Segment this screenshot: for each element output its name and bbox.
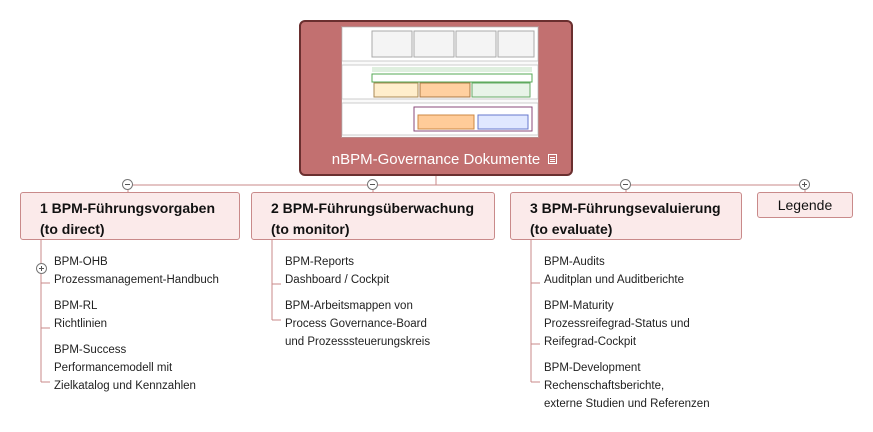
leaf-bpm-arbeitsmappen[interactable]: BPM-Arbeitsmappen von Process Governance… (285, 297, 430, 351)
leaf-bpm-audits[interactable]: BPM-Audits Auditplan und Auditberichte (544, 253, 684, 289)
leaf-title: BPM-Development (544, 362, 641, 374)
branch-to-monitor[interactable]: 2 BPM-Führungsüberwachung (to monitor) (251, 192, 495, 240)
leaf-title: BPM-RL (54, 300, 98, 312)
expand-toggle-icon[interactable] (799, 179, 810, 190)
leaf-desc: Zielkatalog und Kennzahlen (54, 380, 196, 392)
note-icon[interactable] (548, 154, 557, 164)
leaf-bpm-rl[interactable]: BPM-RL Richtlinien (54, 297, 107, 333)
leaf-desc: Dashboard / Cockpit (285, 274, 390, 286)
branch-subtitle: (to evaluate) (530, 221, 613, 237)
branch-title: 1 BPM-Führungsvorgaben (40, 200, 216, 216)
branch-subtitle: (to monitor) (271, 221, 350, 237)
leaf-title: BPM-Reports (285, 256, 355, 268)
branch-title: 2 BPM-Führungsüberwachung (271, 200, 474, 216)
leaf-desc: Prozessreifegrad-Status und (544, 318, 690, 330)
leaf-desc: Rechenschaftsberichte, (544, 380, 665, 392)
leaf-title: BPM-Audits (544, 256, 605, 268)
collapse-toggle-icon[interactable] (367, 179, 378, 190)
branch-subtitle: (to direct) (40, 221, 105, 237)
leaf-title: BPM-Arbeitsmappen von (285, 300, 413, 312)
leaf-desc: Auditplan und Auditberichte (544, 274, 685, 286)
leaf-title: BPM-OHB (54, 256, 108, 268)
leaf-desc: Reifegrad-Cockpit (544, 336, 637, 348)
leaf-desc: externe Studien und Referenzen (544, 398, 710, 410)
leaf-bpm-reports[interactable]: BPM-Reports Dashboard / Cockpit (285, 253, 389, 289)
leaf-desc: Performancemodell mit (54, 362, 173, 374)
expand-toggle-icon[interactable] (36, 263, 47, 274)
leaf-desc: Process Governance-Board (285, 318, 427, 330)
collapse-toggle-icon[interactable] (620, 179, 631, 190)
leaf-title: BPM-Maturity (544, 300, 614, 312)
leaf-bpm-maturity[interactable]: BPM-Maturity Prozessreifegrad-Status und… (544, 297, 690, 351)
leaf-title: BPM-Success (54, 344, 127, 356)
leaf-bpm-ohb[interactable]: BPM-OHB Prozessmanagement-Handbuch (54, 253, 219, 289)
governance-overview-thumbnail (338, 26, 539, 138)
collapse-toggle-icon[interactable] (122, 179, 133, 190)
branch-to-direct[interactable]: 1 BPM-Führungsvorgaben (to direct) (20, 192, 240, 240)
branch-title: 3 BPM-Führungsevaluierung (530, 200, 721, 216)
root-node[interactable]: nBPM-Governance Dokumente (299, 20, 573, 176)
leaf-desc: Richtlinien (54, 318, 108, 330)
root-title: nBPM-Governance Dokumente (331, 151, 541, 168)
leaf-desc: Prozessmanagement-Handbuch (54, 274, 219, 286)
branch-to-evaluate[interactable]: 3 BPM-Führungsevaluierung (to evaluate) (510, 192, 742, 240)
leaf-bpm-success[interactable]: BPM-Success Performancemodell mit Zielka… (54, 341, 196, 395)
leaf-desc: und Prozesssteuerungskreis (285, 336, 431, 348)
leaf-bpm-development[interactable]: BPM-Development Rechenschaftsberichte, e… (544, 359, 710, 413)
legend-node[interactable]: Legende (757, 192, 853, 218)
legend-label: Legende (777, 197, 833, 213)
